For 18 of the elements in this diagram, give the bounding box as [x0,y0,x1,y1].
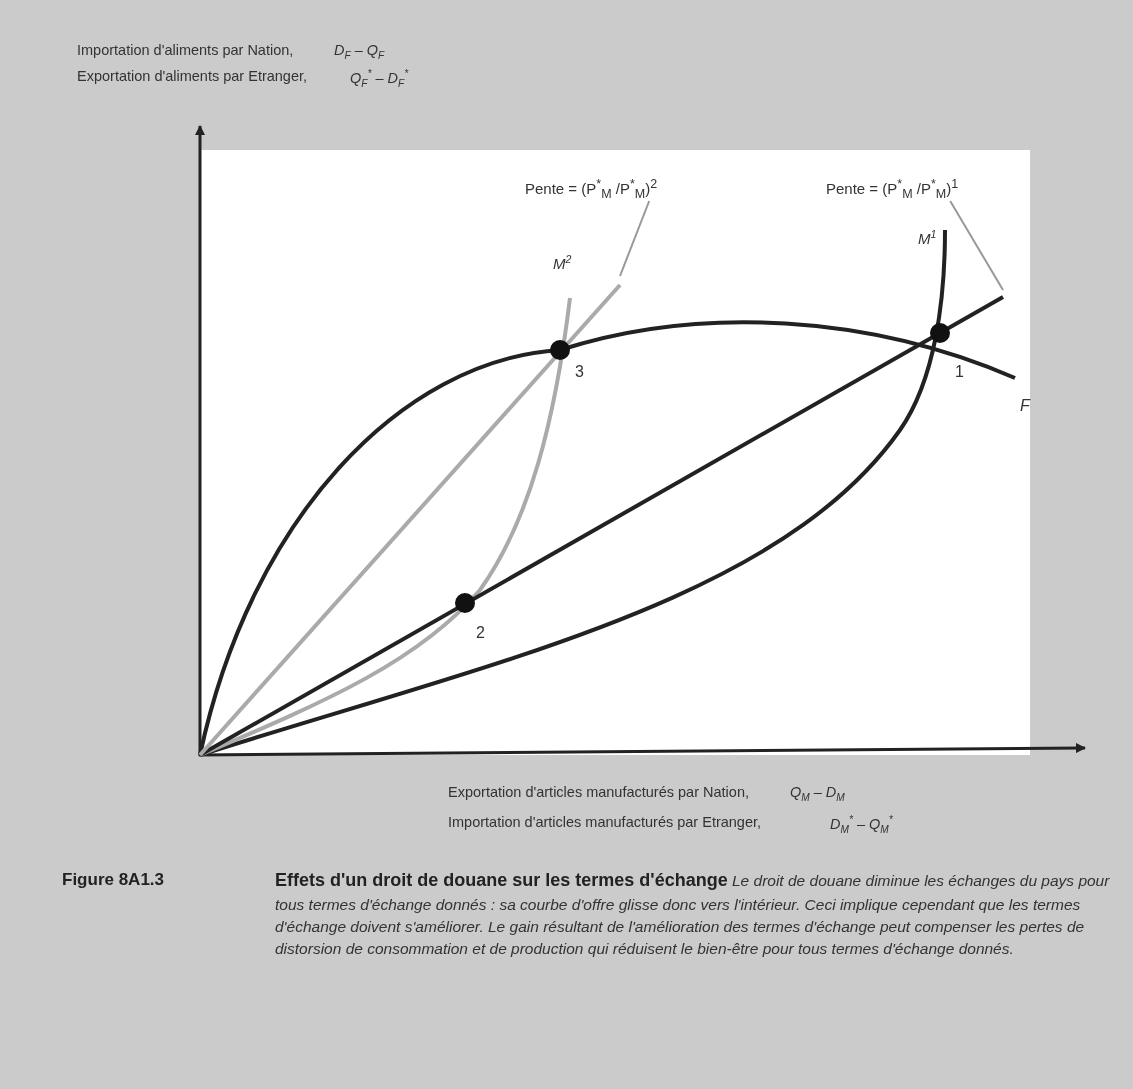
slope-label: Pente = (P$^{*}$$_{M}$ /P$^{*}$$_{M}$)$^{2}$ [525,177,658,201]
axis-label: Importation d'aliments par Nation, [77,42,294,60]
axis-formula: Q$_{M}$ – D$_{M}$ [790,784,845,805]
curve-label: M$^{2}$ [553,253,572,273]
curve-label: F [1020,396,1030,416]
axis-label: Importation d'articles manufacturés par Etranger, [448,814,762,832]
leader-line [949,200,1004,291]
leader-line [619,200,651,277]
curve-label: M$^{1}$ [918,228,937,248]
axis-formula: D$_{F}$ – Q$_{F}$ [334,42,385,63]
figure-caption: Effets d'un droit de douane sur les termes d'échange Le droit de douane diminue les échanges du pays pour tous termes d'échange donnés : sa courbe d'offre glisse donc vers l'intérieur. Ceci implique cependant que les termes d'échange doivent s'améliorer. Le gain résultant de l'amélioration des termes d'échange peut compenser les pertes de distorsion de consommation et de production qui réduisent le bien-être pour tous termes d'échange donnés. [275,869,1111,959]
axis-label: Exportation d'articles manufacturés par Nation, [448,784,749,802]
point-number: 2 [476,623,485,643]
point-number: 3 [575,362,584,382]
axis-label: Exportation d'aliments par Etranger, [77,68,308,86]
figure-number: Figure 8A1.3 [62,870,165,891]
slope-label: Pente = (P$^{*}$$_{M}$ /P$^{*}$$_{M}$)$^{1}$ [826,177,959,201]
point-number: 1 [955,362,964,382]
